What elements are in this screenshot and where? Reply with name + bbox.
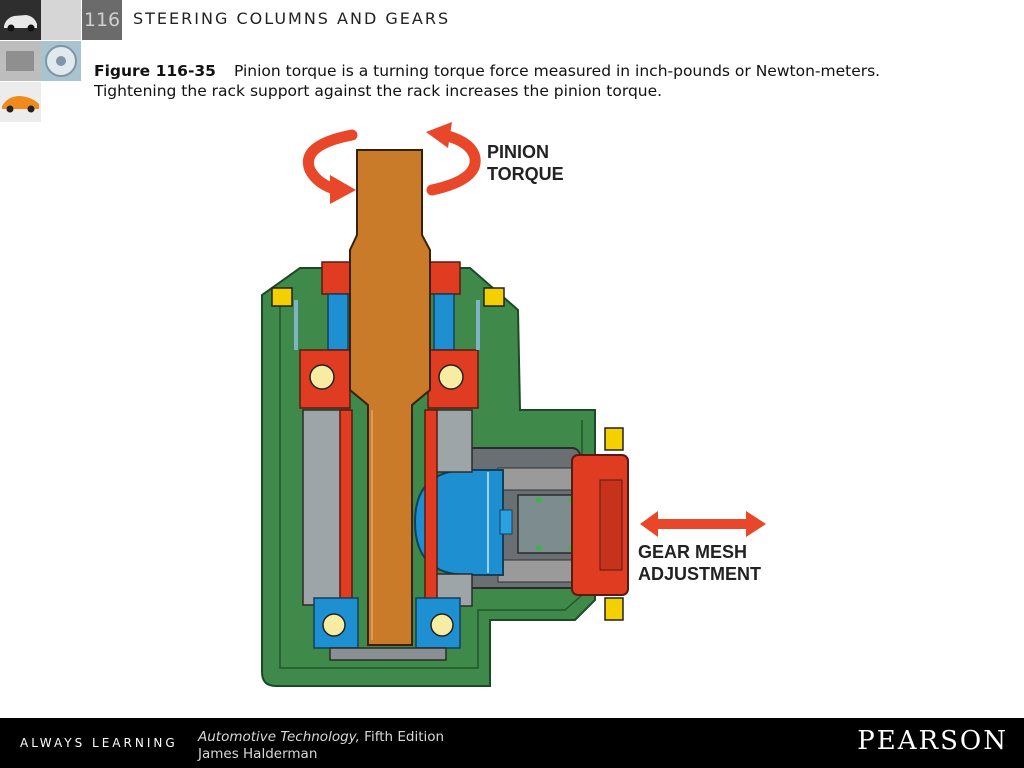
car-thumbnail xyxy=(0,0,41,40)
wheel-thumbnail xyxy=(41,41,81,81)
bolt-head xyxy=(483,287,505,307)
retainer-left xyxy=(294,300,298,350)
bearing-ball xyxy=(322,613,346,637)
pinion-torque-label-line2: TORQUE xyxy=(487,164,564,184)
steering-gear-diagram: PINION TORQUE GEAR MESH ADJUSTMENT xyxy=(261,122,766,687)
gear-mesh-label-line1: GEAR MESH xyxy=(638,542,747,562)
pinion-torque-arrowhead-left xyxy=(330,175,356,204)
bearing-ball xyxy=(438,364,464,390)
pinion-torque-arrow-left xyxy=(303,129,358,196)
thumbnail-strip xyxy=(0,0,41,122)
footer-tagline: ALWAYS LEARNING xyxy=(20,736,178,750)
bolt-head xyxy=(604,427,624,451)
book-title: Automotive Technology, xyxy=(198,729,360,745)
rack-tip xyxy=(499,509,513,535)
pinion-torque-arrowhead-right xyxy=(426,122,452,148)
sports-car-thumbnail xyxy=(0,82,41,122)
spring-dot xyxy=(536,497,542,503)
book-credit: Automotive Technology, Fifth Edition Jam… xyxy=(198,729,444,763)
book-author: James Halderman xyxy=(198,746,318,762)
book-edition: Fifth Edition xyxy=(359,729,445,745)
pinion-shaft xyxy=(349,149,431,646)
engine-thumbnail xyxy=(0,41,41,81)
figure-number: Figure 116-35 xyxy=(94,62,216,80)
pinion-torque-arrow-right xyxy=(426,129,481,196)
lower-cap xyxy=(329,647,447,661)
bearing-ball xyxy=(430,613,454,637)
bolt-head xyxy=(604,597,624,621)
upper-bearing-race-left xyxy=(327,293,349,351)
footer-bar: ALWAYS LEARNING Automotive Technology, F… xyxy=(0,718,1024,768)
upper-bearing-race-right xyxy=(433,293,455,351)
spring-dot xyxy=(536,545,542,551)
adjuster-cap-inner xyxy=(599,479,623,571)
chapter-title: STEERING COLUMNS AND GEARS xyxy=(133,9,451,28)
bearing-ball xyxy=(309,364,335,390)
gear-mesh-arrow xyxy=(640,511,766,537)
gear-mesh-label-line2: ADJUSTMENT xyxy=(638,564,761,584)
bolt-head xyxy=(271,287,293,307)
pinion-torque-label-line1: PINION xyxy=(487,142,549,162)
caption-text: Pinion torque is a turning torque force … xyxy=(94,62,881,100)
retainer-right xyxy=(476,300,480,350)
chapter-number: 116 xyxy=(82,0,122,40)
publisher-logo: PEARSON xyxy=(857,726,1008,756)
header-grey-block xyxy=(41,0,81,40)
